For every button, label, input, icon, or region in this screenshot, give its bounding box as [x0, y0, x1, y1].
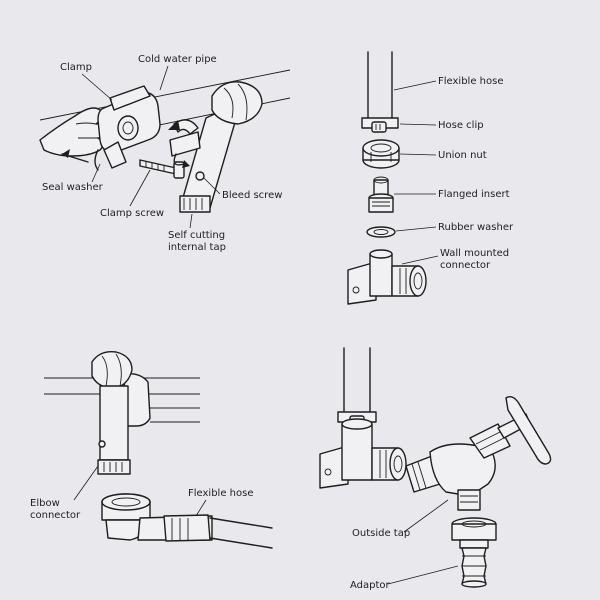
label-wall-connector-line1: Wall mounted [440, 248, 509, 259]
label-clamp-screw: Clamp screw [100, 208, 164, 219]
union-nut-drawing [362, 139, 400, 169]
label-flexible-hose-3: Flexible hose [188, 488, 253, 499]
rubber-washer-drawing [366, 226, 396, 238]
label-union-nut: Union nut [438, 150, 487, 161]
label-wall-connector-line2: connector [440, 260, 491, 271]
label-clamp: Clamp [60, 62, 92, 73]
adaptor-drawing [451, 517, 497, 588]
label-elbow-connector-line1: Elbow [30, 498, 60, 509]
label-adaptor: Adaptor [350, 580, 391, 591]
label-hose-clip: Hose clip [438, 120, 484, 131]
label-bleed-screw: Bleed screw [222, 190, 282, 201]
wall-connector-4-drawing [319, 418, 407, 489]
label-self-cutting-tap-line2: internal tap [168, 242, 226, 253]
flexible-hose-4-drawing [337, 347, 377, 427]
elbow-connector-drawing [101, 493, 151, 541]
clamp-drawing [97, 85, 161, 169]
self-cutting-tap-drawing [168, 81, 263, 213]
flanged-insert-drawing [368, 176, 394, 213]
label-flanged-insert: Flanged insert [438, 189, 510, 200]
label-elbow-connector-line2: connector [30, 510, 81, 521]
label-seal-washer: Seal washer [42, 182, 104, 193]
flexible-hose-drawing [367, 51, 393, 125]
elbow-tap-drawing [91, 351, 133, 475]
label-rubber-washer: Rubber washer [438, 222, 514, 233]
label-outside-tap: Outside tap [352, 528, 410, 539]
label-self-cutting-tap-line1: Self cutting [168, 230, 225, 241]
label-flexible-hose-2: Flexible hose [438, 76, 503, 87]
panel-elbow-connector: Elbow connector Flexible hose [30, 351, 273, 549]
panel-wall-connector: Flexible hose Hose clip Union nut Flange… [347, 51, 514, 305]
outside-tap-drawing [405, 395, 552, 511]
panel-self-cutting-tap: Clamp Cold water pipe Seal washer Clamp … [39, 54, 291, 253]
clamp-screw-drawing [139, 159, 185, 179]
panel-outside-tap: Outside tap Adaptor [319, 347, 552, 591]
label-cold-water-pipe: Cold water pipe [138, 54, 217, 65]
flexible-hose-3-drawing [137, 514, 273, 549]
hose-clip-drawing [361, 117, 399, 133]
seal-washer-drawing [61, 149, 99, 171]
wall-connector-drawing [347, 249, 427, 305]
pipe-clamp-drawing [123, 372, 151, 427]
